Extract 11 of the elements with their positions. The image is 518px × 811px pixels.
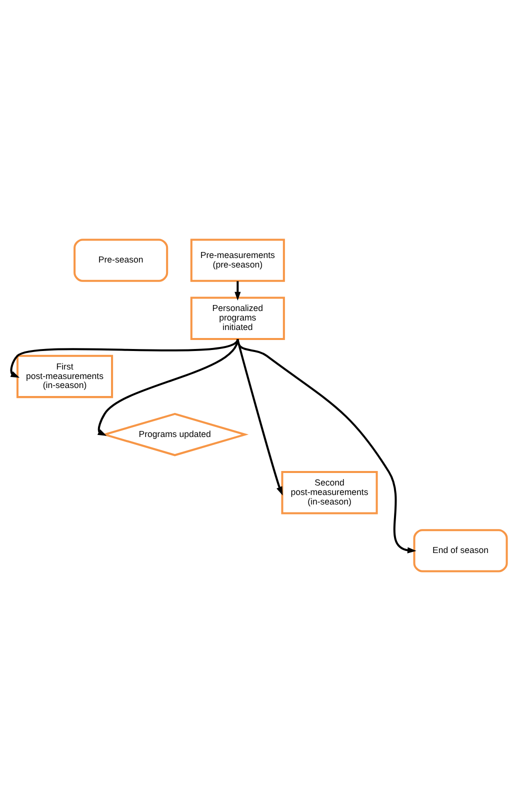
node-box: Personalized programs initiated xyxy=(190,296,285,340)
node-box: Second post-measurements (in-season) xyxy=(281,471,378,514)
node-box: Pre-season xyxy=(74,238,168,282)
node-box: Pre-measurements (pre-season) xyxy=(190,238,285,282)
arrow xyxy=(234,281,241,301)
arrow xyxy=(10,338,238,378)
node-box: End of season xyxy=(413,529,508,572)
arrow xyxy=(236,338,283,496)
node-box: First post-measurements (in-season) xyxy=(16,354,114,398)
arrow xyxy=(97,338,239,436)
arrow xyxy=(236,338,416,554)
